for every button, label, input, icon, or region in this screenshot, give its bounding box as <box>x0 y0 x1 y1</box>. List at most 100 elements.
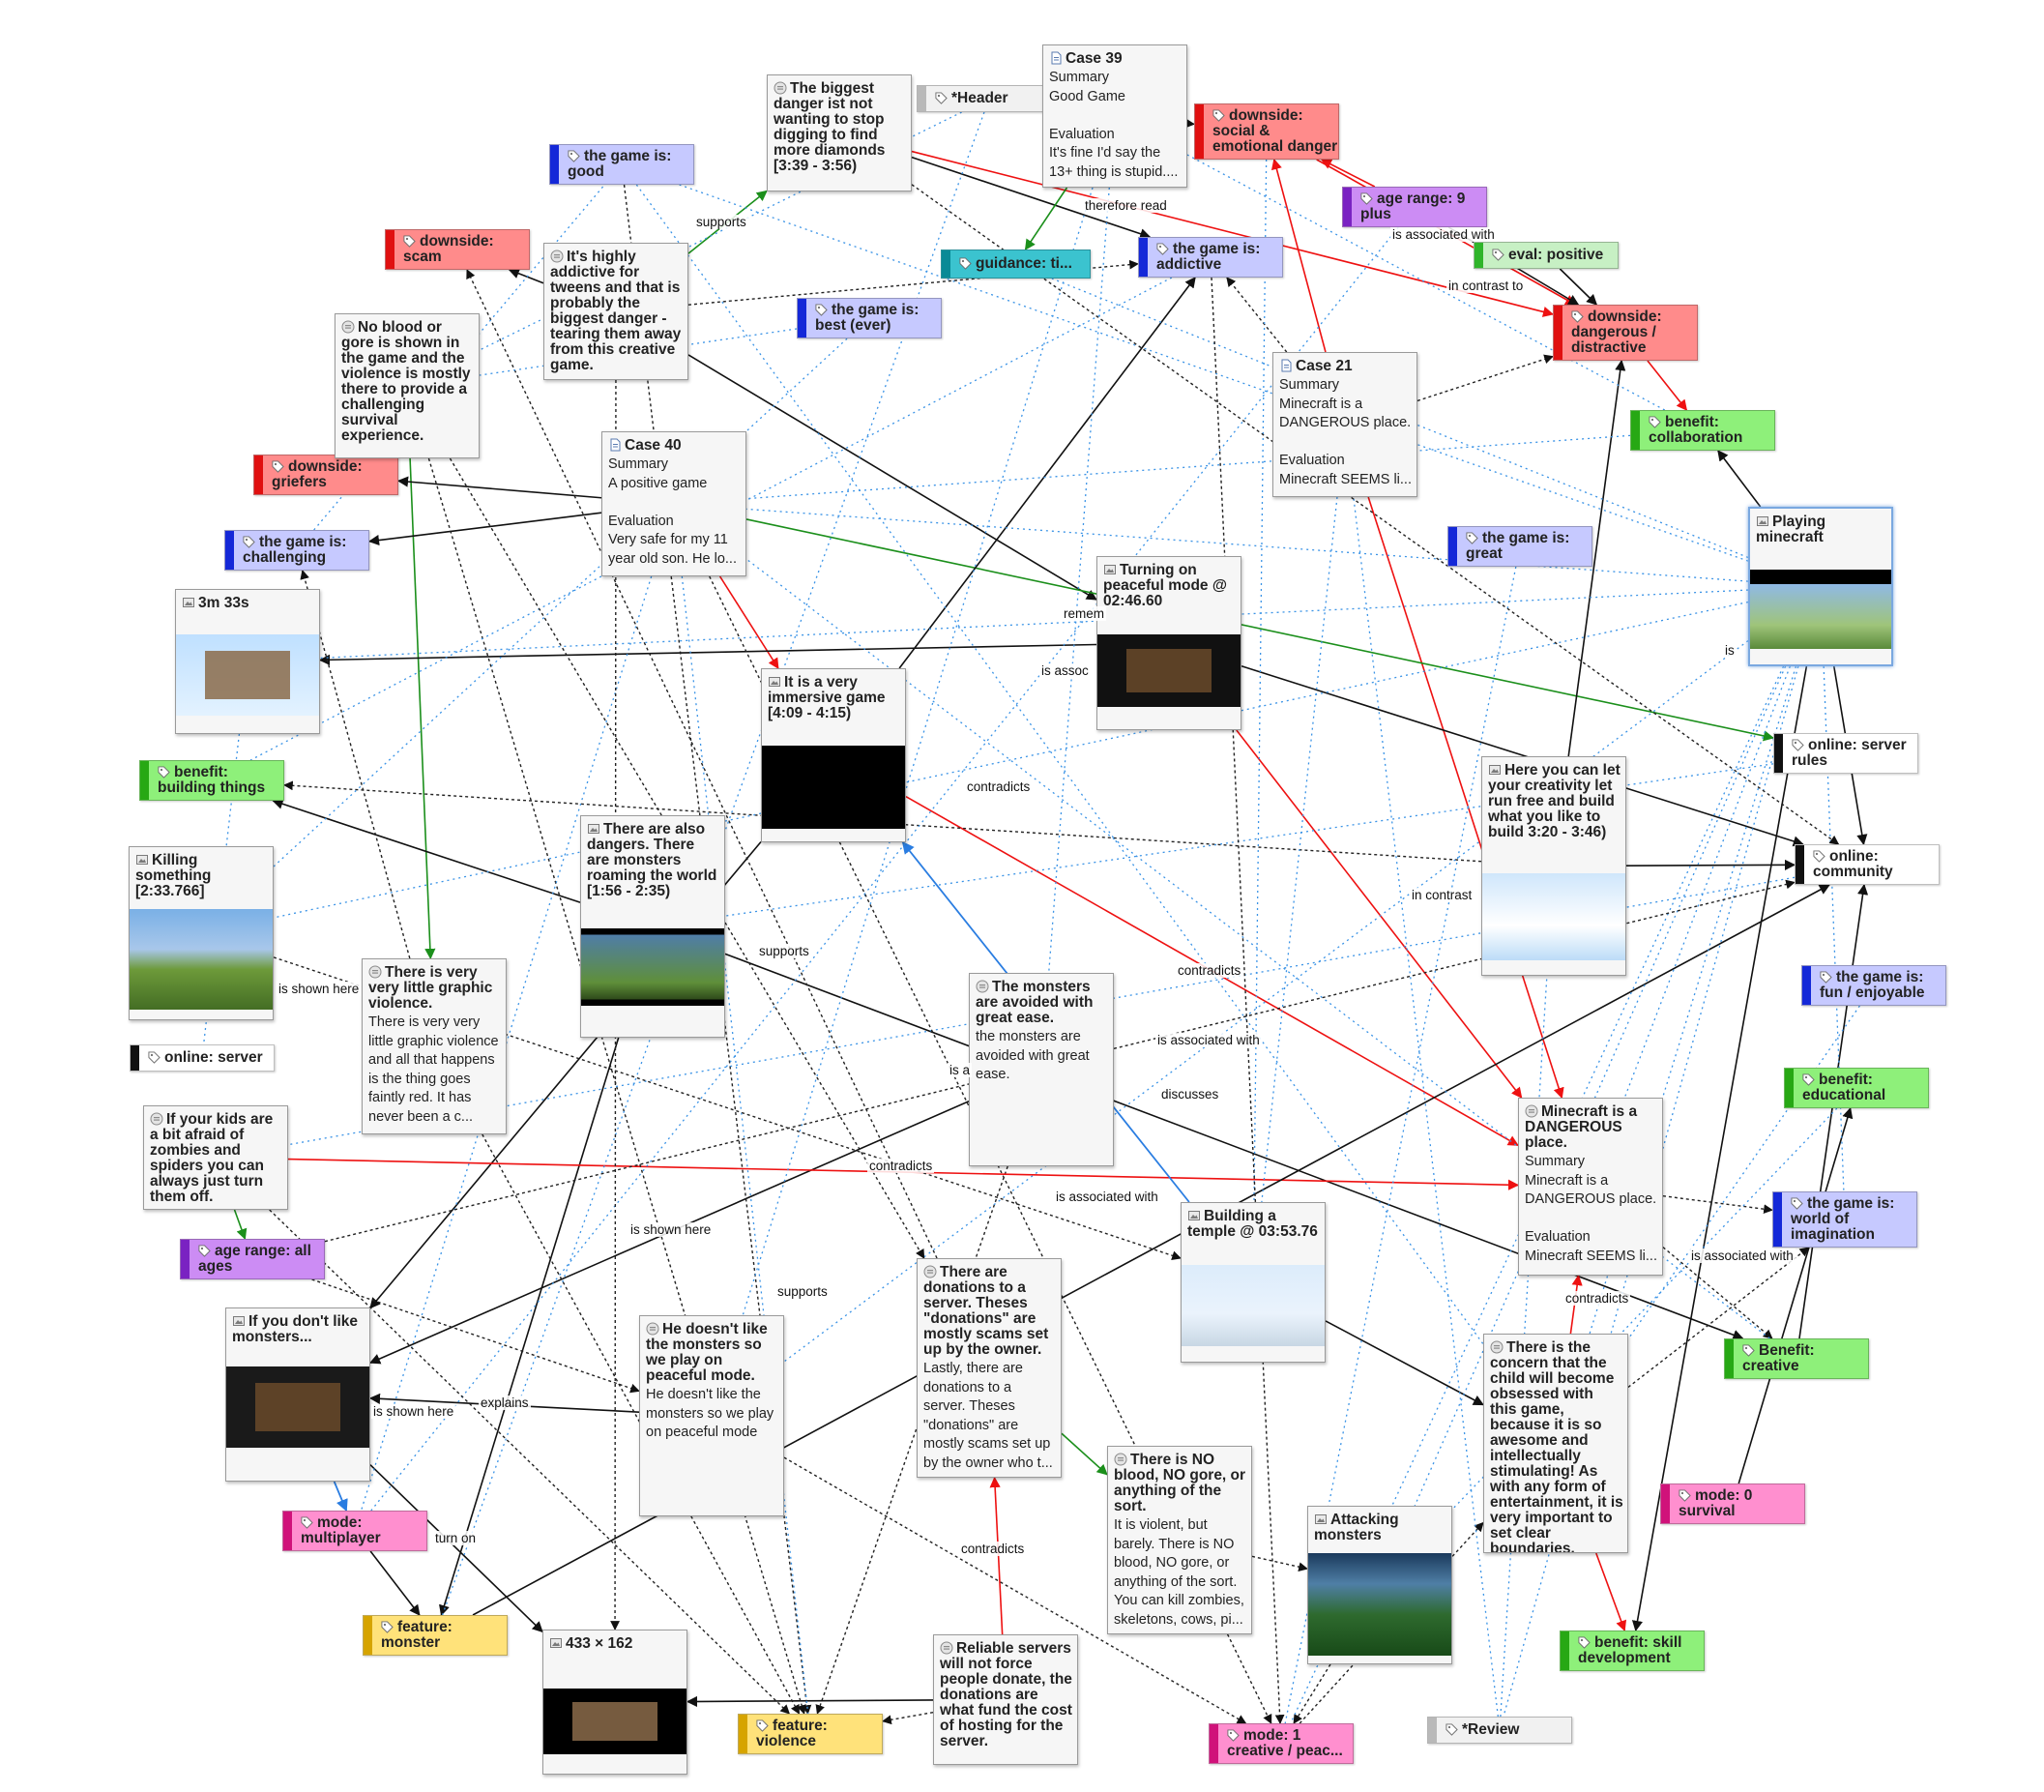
quote-icon <box>1490 1340 1504 1354</box>
tag-node-game-fun[interactable]: the game is: fun / enjoyable <box>1801 965 1946 1006</box>
media-icon <box>1315 1514 1327 1524</box>
tag-color-bar <box>1725 1339 1734 1378</box>
edge-case40-online_rules <box>745 518 1775 742</box>
tag-node-eval-pos[interactable]: eval: positive <box>1474 242 1619 269</box>
card-title-text: 433 × 162 <box>566 1635 633 1652</box>
tag-node-downside-dangerous[interactable]: downside: dangerous / distractive <box>1553 305 1698 361</box>
tag-icon <box>1649 416 1661 429</box>
media-node-killing[interactable]: Killing something [2:33.766] <box>129 846 274 1020</box>
tag-node-age-9[interactable]: age range: 9 plus <box>1342 187 1487 227</box>
quote-node-donations[interactable]: There are donations to a server. Theses … <box>917 1258 1062 1478</box>
tag-node-game-challenging[interactable]: the game is: challenging <box>224 530 369 571</box>
tag-node-game-addictive[interactable]: the game is: addictive <box>1138 237 1283 278</box>
tag-node-downside-scam[interactable]: downside: scam <box>385 229 530 270</box>
quote-node-reliable[interactable]: Reliable servers will not force people d… <box>933 1634 1078 1765</box>
tag-title: mode: 1 creative / peac... <box>1227 1728 1353 1759</box>
tag-icon <box>158 766 170 779</box>
tag-node-online-server[interactable]: online: server <box>130 1044 275 1072</box>
card-title: 3m 33s <box>182 596 315 611</box>
tag-node-benefit-edu[interactable]: benefit: educational <box>1784 1068 1929 1108</box>
tag-node-mode-multi[interactable]: mode: multiplayer <box>282 1511 427 1551</box>
quote-node-addictive[interactable]: It's highly addictive for tweens and tha… <box>543 243 688 380</box>
tag-node-game-good[interactable]: the game is: good <box>549 144 694 185</box>
tag-color-bar <box>1428 1718 1437 1743</box>
edge-reliable-img433 <box>686 1695 934 1708</box>
media-node-immersive[interactable]: It is a very immersive game [4:09 - 4:15… <box>761 668 906 842</box>
media-node-playing[interactable]: Playing minecraft <box>1748 507 1893 666</box>
tag-node-downside-griefers[interactable]: downside: griefers <box>253 455 398 495</box>
tag-node-game-best[interactable]: the game is: best (ever) <box>797 298 942 338</box>
edge-noblood2-attacking <box>1251 1555 1308 1572</box>
media-icon <box>769 677 780 687</box>
tag-node-online-comm[interactable]: online: community <box>1795 844 1940 885</box>
media-node-creativity[interactable]: Here you can let your creativity let run… <box>1481 756 1626 976</box>
edge-peaceful-online_comm <box>1241 665 1804 847</box>
tag-node-downside-social[interactable]: downside: social & emotional danger <box>1194 103 1339 160</box>
quote-node-afraid[interactable]: If your kids are a bit afraid of zombies… <box>143 1105 288 1210</box>
tag-color-bar <box>1343 188 1352 226</box>
quote-node-noblood2[interactable]: There is NO blood, NO gore, or anything … <box>1107 1446 1252 1634</box>
edge-noblood-verylittle <box>409 457 436 960</box>
media-icon <box>233 1316 245 1326</box>
media-node-m3m33[interactable]: 3m 33s <box>175 589 320 734</box>
tag-node-guidance[interactable]: guidance: ti... <box>941 250 1091 279</box>
tag-node-review[interactable]: *Review <box>1427 1717 1572 1744</box>
tag-title: mode: multiplayer <box>301 1515 426 1546</box>
tag-node-game-world[interactable]: the game is: world of imagination <box>1772 1191 1917 1248</box>
edge-label-supports3: supports <box>775 1284 830 1299</box>
card-title: The monsters are avoided with great ease… <box>976 980 1109 1026</box>
tag-color-bar <box>1195 104 1204 159</box>
quote-node-hedoesnt[interactable]: He doesn't like the monsters so we play … <box>639 1315 784 1516</box>
quote-icon <box>1525 1104 1538 1118</box>
tag-label: the game is: addictive <box>1156 241 1261 273</box>
tag-node-age-all[interactable]: age range: all ages <box>180 1239 325 1279</box>
card-title-text: The monsters are avoided with great ease… <box>976 979 1094 1026</box>
edge-addictive-downside_scam <box>508 268 544 284</box>
quote-node-avoided[interactable]: The monsters are avoided with great ease… <box>969 973 1114 1166</box>
quote-node-noblood[interactable]: No blood or gore is shown in the game an… <box>335 313 480 458</box>
tag-node-mode-0[interactable]: mode: 0 survival <box>1660 1484 1805 1524</box>
media-node-dangers[interactable]: There are also dangers. There are monste… <box>580 815 725 1038</box>
edge-case21-downside_dangerous <box>1416 354 1554 402</box>
media-node-img433[interactable]: 433 × 162 <box>542 1630 687 1775</box>
thumbnail-detail <box>571 1701 658 1742</box>
tag-node-game-great[interactable]: the game is: great <box>1447 526 1592 567</box>
tag-node-benefit-collab[interactable]: benefit: collaboration <box>1630 410 1775 451</box>
tag-title: the game is: great <box>1466 531 1591 562</box>
tag-node-mode-1[interactable]: mode: 1 creative / peac... <box>1209 1723 1354 1764</box>
media-node-temple[interactable]: Building a temple @ 03:53.76 <box>1181 1202 1326 1363</box>
edge-label-therefore: therefore read <box>1083 198 1169 213</box>
tag-color-bar <box>1631 411 1640 450</box>
tag-title: downside: scam <box>403 234 529 265</box>
quote-node-concern[interactable]: There is the concern that the child will… <box>1483 1334 1628 1553</box>
quote-node-biggest[interactable]: The biggest danger ist not wanting to st… <box>767 74 912 191</box>
quote-node-verylittle[interactable]: There is very very little graphic violen… <box>362 958 507 1134</box>
card-title-text: 3m 33s <box>198 595 249 611</box>
tag-node-header[interactable]: *Header <box>917 85 1062 112</box>
media-node-peaceful[interactable]: Turning on peaceful mode @ 02:46.60 <box>1096 556 1241 730</box>
card-title-text: There are donations to a server. Theses … <box>923 1264 1049 1358</box>
tag-node-benefit-creative[interactable]: Benefit: creative <box>1724 1338 1869 1379</box>
tag-title: feature: monster <box>381 1620 507 1651</box>
tag-node-online-rules[interactable]: online: server rules <box>1773 733 1918 774</box>
tag-node-feature-violence[interactable]: feature: violence <box>738 1714 883 1754</box>
document-icon <box>1051 51 1062 65</box>
edge-temple-concern <box>1325 1320 1484 1406</box>
edge-label-assoc5: is associated with <box>1689 1249 1796 1263</box>
edge-playing-benefit_collab <box>1717 450 1762 508</box>
edge-playing-dangerous <box>1623 665 1791 1099</box>
tag-node-benefit-skill[interactable]: benefit: skill development <box>1560 1630 1705 1671</box>
card-title: It's highly addictive for tweens and tha… <box>550 250 684 373</box>
tag-node-feature-monster[interactable]: feature: monster <box>363 1615 508 1656</box>
edge-game_best-noblood <box>479 328 798 376</box>
media-node-attacking[interactable]: Attacking monsters <box>1307 1506 1452 1664</box>
tag-node-benefit-building[interactable]: benefit: building things <box>139 760 284 801</box>
card-title: If your kids are a bit afraid of zombies… <box>150 1112 283 1205</box>
media-node-dontlike[interactable]: If you don't like monsters... <box>225 1307 370 1482</box>
edge-playing-killing <box>273 601 1749 919</box>
quote-node-dangerous[interactable]: Minecraft is a DANGEROUS place.Summary M… <box>1518 1098 1663 1276</box>
card-title: The biggest danger ist not wanting to st… <box>774 81 907 174</box>
